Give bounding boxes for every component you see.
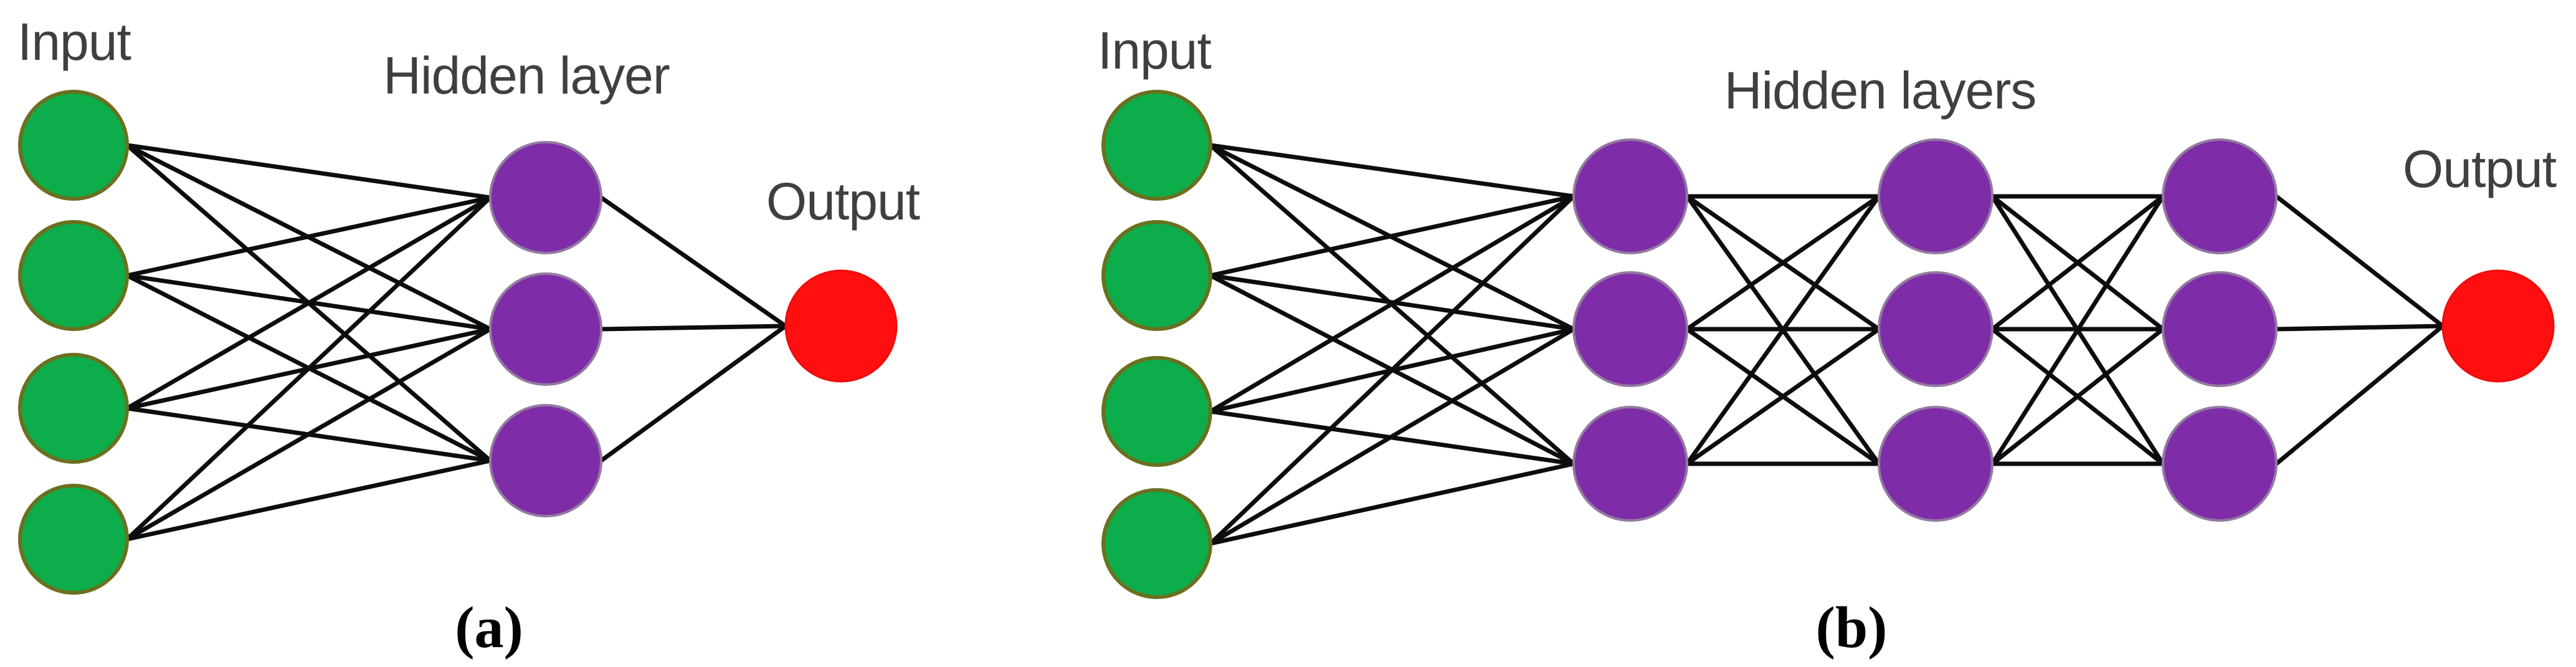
input-node xyxy=(1101,488,1212,599)
edge-line xyxy=(1210,143,1574,199)
edge-line xyxy=(126,327,492,542)
panel-b-caption: (b) xyxy=(1816,595,1888,660)
edge-line xyxy=(1685,327,1881,466)
hidden-node xyxy=(1572,138,1688,254)
edge-line xyxy=(599,324,787,463)
hidden-node xyxy=(489,141,602,254)
panel-a-caption: (a) xyxy=(455,595,523,660)
edge-line xyxy=(1210,461,1574,546)
edge-line xyxy=(125,196,492,541)
edge-line xyxy=(126,143,491,200)
edge-line xyxy=(126,195,491,278)
edge-line xyxy=(1990,327,2165,466)
edge-line xyxy=(1209,327,1575,546)
panel-a-nodes xyxy=(18,90,898,595)
edge-line xyxy=(1990,194,2165,331)
hidden-node xyxy=(1878,138,1994,254)
output-node xyxy=(784,269,898,383)
edge-line xyxy=(126,458,491,542)
input-node xyxy=(1101,90,1212,201)
edge-line xyxy=(2276,324,2443,332)
edge-line xyxy=(2274,324,2445,466)
panel-a-hidden-label: Hidden layer xyxy=(383,46,670,105)
panel-a-output-label: Output xyxy=(766,172,920,231)
edge-line xyxy=(2274,194,2445,328)
edge-line xyxy=(1990,195,2165,465)
output-node xyxy=(2441,269,2555,383)
edge-line xyxy=(1685,194,1881,466)
hidden-node xyxy=(2162,138,2278,254)
panel-b-hidden-label: Hidden layers xyxy=(1724,61,2037,120)
hidden-node xyxy=(1572,271,1688,387)
edge-line xyxy=(126,195,492,411)
edge-line xyxy=(1686,194,1880,331)
hidden-node xyxy=(1572,406,1688,522)
edge-line xyxy=(601,324,786,332)
edge-line xyxy=(1209,194,1576,545)
panel-b-input-label: Input xyxy=(1098,21,1211,80)
input-node xyxy=(18,353,129,464)
hidden-node xyxy=(2162,406,2278,522)
panel-a-edges xyxy=(125,143,787,542)
input-node xyxy=(1101,356,1212,467)
panel-b-output-label: Output xyxy=(2403,140,2557,198)
panel-a-input-label: Input xyxy=(17,12,131,71)
input-node xyxy=(1101,220,1212,331)
hidden-node xyxy=(489,404,602,517)
hidden-node xyxy=(1878,406,1994,522)
hidden-node xyxy=(1878,271,1994,387)
input-node xyxy=(18,90,129,201)
panel-b-edges xyxy=(1209,143,2445,546)
input-node xyxy=(18,220,129,331)
hidden-node xyxy=(489,272,602,386)
input-node xyxy=(18,484,129,595)
edge-line xyxy=(1209,194,1575,414)
hidden-node xyxy=(2162,271,2278,387)
edge-line xyxy=(600,196,787,328)
panel-b-nodes xyxy=(1101,90,2555,599)
edge-line xyxy=(1210,194,1574,278)
